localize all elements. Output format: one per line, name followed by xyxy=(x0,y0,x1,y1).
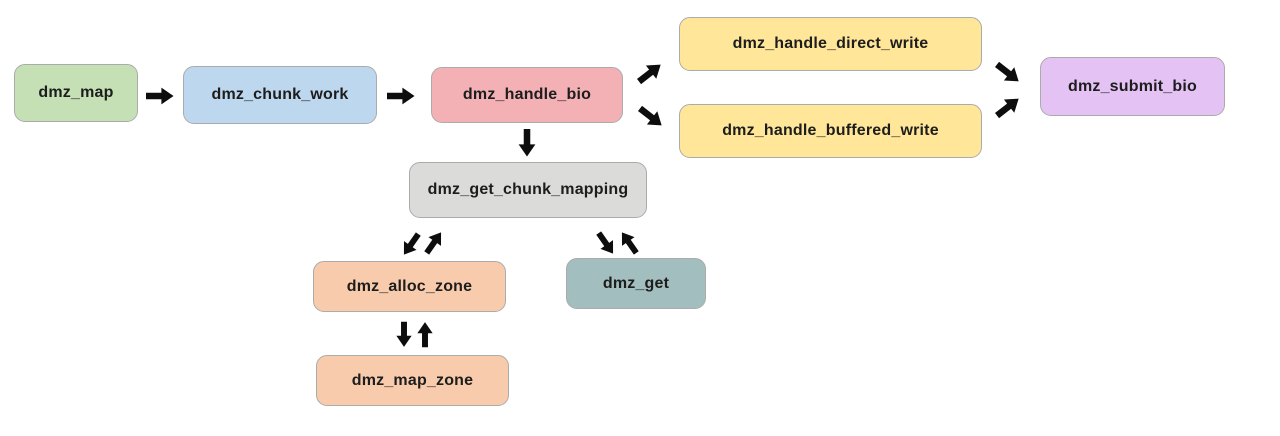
arrow-alloc-zone-to-get-chunk-mapping-icon xyxy=(420,227,449,258)
arrow-handle-bio-to-buffered-write-icon xyxy=(634,101,668,134)
node-dmz-submit-bio: dmz_submit_bio xyxy=(1040,57,1225,116)
arrow-get-chunk-mapping-to-alloc-zone-icon xyxy=(397,229,426,260)
arrow-map-zone-to-alloc-zone-icon xyxy=(417,322,434,348)
node-dmz-get-chunk-mapping: dmz_get_chunk_mapping xyxy=(409,162,647,218)
arrow-get-chunk-mapping-to-get-icon xyxy=(592,228,621,259)
node-dmz-handle-direct-write: dmz_handle_direct_write xyxy=(679,17,982,71)
arrow-handle-bio-to-direct-write-icon xyxy=(633,57,667,90)
arrow-chunk-work-to-handle-bio-icon xyxy=(387,86,415,106)
node-dmz-handle-bio: dmz_handle_bio xyxy=(431,67,623,123)
arrow-handle-bio-to-get-chunk-mapping-icon xyxy=(517,129,537,157)
arrow-alloc-zone-to-map-zone-icon xyxy=(396,321,413,348)
arrow-get-to-get-chunk-mapping-icon xyxy=(615,227,644,258)
node-dmz-map-zone: dmz_map_zone xyxy=(316,355,509,406)
node-dmz-chunk-work: dmz_chunk_work xyxy=(183,66,377,124)
node-dmz-map: dmz_map xyxy=(14,64,138,122)
node-dmz-alloc-zone: dmz_alloc_zone xyxy=(313,261,506,312)
arrow-map-to-chunk-work-icon xyxy=(146,86,174,106)
node-dmz-handle-buffered-write: dmz_handle_buffered_write xyxy=(679,104,982,158)
arrow-direct-write-to-submit-bio-icon xyxy=(991,57,1025,90)
arrow-buffered-write-to-submit-bio-icon xyxy=(991,91,1025,124)
node-dmz-get: dmz_get xyxy=(566,258,706,309)
